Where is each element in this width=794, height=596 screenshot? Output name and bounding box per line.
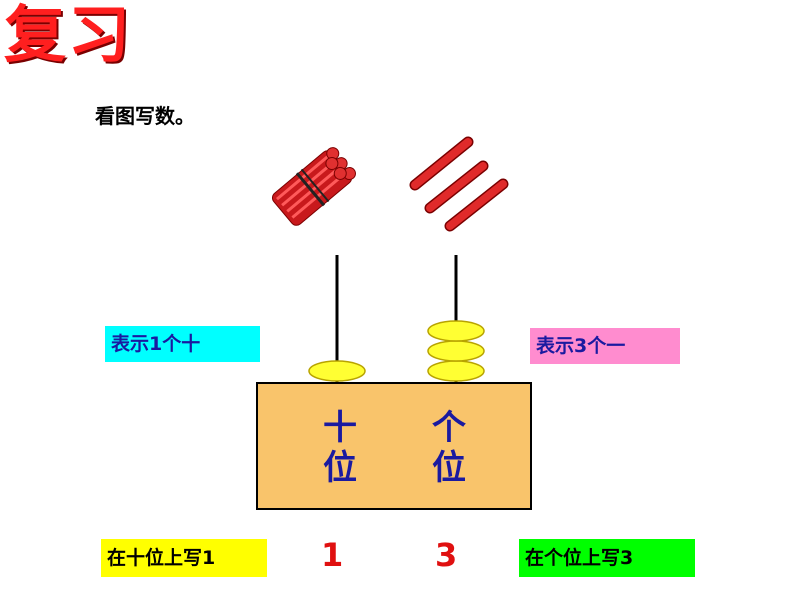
tens-bead (308, 360, 366, 382)
abacus-rods (308, 255, 485, 382)
write-tens-label: 在十位上写1 (101, 539, 267, 577)
ones-bead (427, 340, 485, 362)
ones-bead (427, 360, 485, 382)
ones-digit: 3 (435, 536, 458, 574)
tens-digit: 1 (321, 536, 344, 574)
page-title: 复习 (4, 0, 133, 71)
ones-place-char-2: 位 (432, 448, 466, 488)
ones-place-label: 个 位 (427, 408, 471, 488)
ones-meaning-label: 表示3个一 (530, 328, 680, 364)
tens-place-char-1: 十 (323, 408, 357, 448)
write-ones-label: 在个位上写3 (519, 539, 695, 577)
tens-place-label: 十 位 (318, 408, 362, 488)
tens-meaning-label: 表示1个十 (105, 326, 260, 362)
instruction-text: 看图写数。 (95, 104, 195, 128)
abacus-base (256, 382, 532, 510)
ones-bead (427, 320, 485, 342)
ones-place-char-1: 个 (432, 408, 466, 448)
stick-bundle-icon (271, 147, 356, 226)
tens-place-char-2: 位 (323, 448, 357, 488)
single-sticks-icon (409, 136, 509, 232)
counting-sticks-illustration (271, 136, 509, 232)
